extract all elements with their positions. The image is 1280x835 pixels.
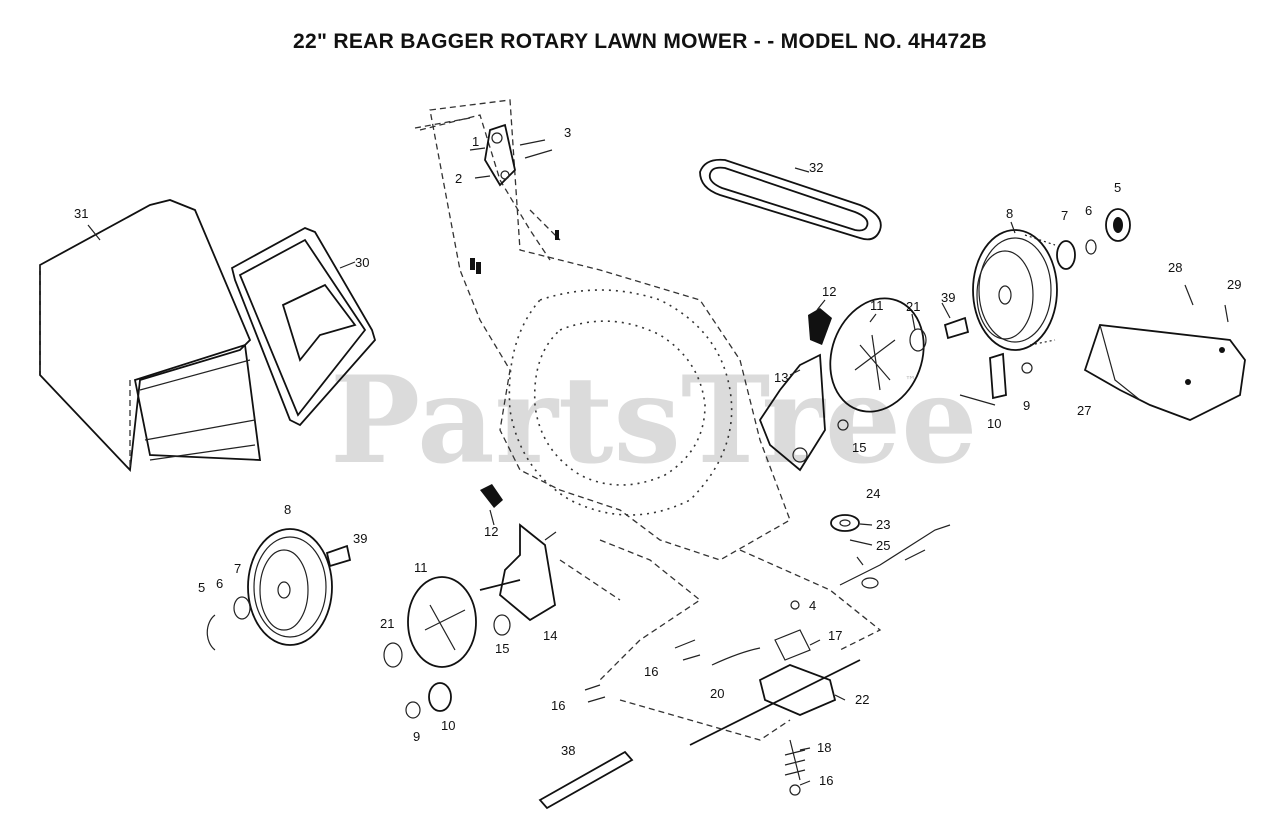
callout-8-left: 8 <box>284 502 291 517</box>
right-wheel-cover <box>829 297 1033 413</box>
rear-cover <box>1083 284 1246 421</box>
callout-10-left: 10 <box>441 718 455 733</box>
left-rear-wheel <box>206 528 352 651</box>
callout-39-left: 39 <box>353 531 367 546</box>
callout-28: 28 <box>1168 260 1182 275</box>
callout-6-right: 6 <box>1085 203 1092 218</box>
callout-labels: 1 2 3 4 5 5 6 6 7 7 8 8 9 9 10 10 11 11 … <box>74 125 1241 788</box>
callout-5-right: 5 <box>1114 180 1121 195</box>
callout-11-left: 11 <box>414 560 428 575</box>
callout-21-right: 21 <box>906 299 920 314</box>
left-wheel-cover <box>383 484 556 719</box>
callout-8-right: 8 <box>1006 206 1013 221</box>
callout-9-left: 9 <box>413 729 420 744</box>
callout-30: 30 <box>355 255 369 270</box>
callout-7-left: 7 <box>234 561 241 576</box>
right-rear-wheel <box>972 208 1131 351</box>
callout-12-right: 12 <box>822 284 836 299</box>
callout-17: 17 <box>828 628 842 643</box>
callout-25: 25 <box>876 538 890 553</box>
callout-27: 27 <box>1077 403 1091 418</box>
callout-11-right: 11 <box>870 298 884 313</box>
drive-belt <box>699 158 882 241</box>
callout-31: 31 <box>74 206 88 221</box>
axle-shaft <box>538 750 634 810</box>
callout-18: 18 <box>817 740 831 755</box>
callout-3: 3 <box>564 125 571 140</box>
callout-39-right: 39 <box>941 290 955 305</box>
callout-16-center: 16 <box>644 664 658 679</box>
callout-4: 4 <box>809 598 816 613</box>
callout-22: 22 <box>855 692 869 707</box>
callout-12-left: 12 <box>484 524 498 539</box>
grass-bag <box>39 199 262 473</box>
watermark-text: PartsTree <box>330 350 977 491</box>
diagram-title: 22" REAR BAGGER ROTARY LAWN MOWER - - MO… <box>293 30 987 53</box>
callout-1: 1 <box>472 134 479 149</box>
callout-23: 23 <box>876 517 890 532</box>
callout-2: 2 <box>455 171 462 186</box>
handle-bracket <box>414 117 561 274</box>
callout-32: 32 <box>809 160 823 175</box>
callout-29: 29 <box>1227 277 1241 292</box>
callout-10-right: 10 <box>987 416 1001 431</box>
callout-16-bottom: 16 <box>819 773 833 788</box>
right-height-adjuster <box>758 308 849 472</box>
callout-7-right: 7 <box>1061 208 1068 223</box>
callout-15-right: 15 <box>852 440 866 455</box>
callout-16-left: 16 <box>551 698 565 713</box>
callout-13: 13 <box>774 370 788 385</box>
callout-5-left: 5 <box>198 580 205 595</box>
bag-frame <box>230 227 377 427</box>
callout-20: 20 <box>710 686 724 701</box>
watermark-trademark: ™ <box>905 374 916 387</box>
callout-14: 14 <box>543 628 557 643</box>
callout-15-left: 15 <box>495 641 509 656</box>
leader-lines <box>87 167 1016 786</box>
callout-9-right: 9 <box>1023 398 1030 413</box>
callout-21-left: 21 <box>380 616 394 631</box>
callout-6-left: 6 <box>216 576 223 591</box>
callout-38: 38 <box>561 743 575 758</box>
transmission-assembly <box>584 514 951 796</box>
callout-24: 24 <box>866 486 880 501</box>
